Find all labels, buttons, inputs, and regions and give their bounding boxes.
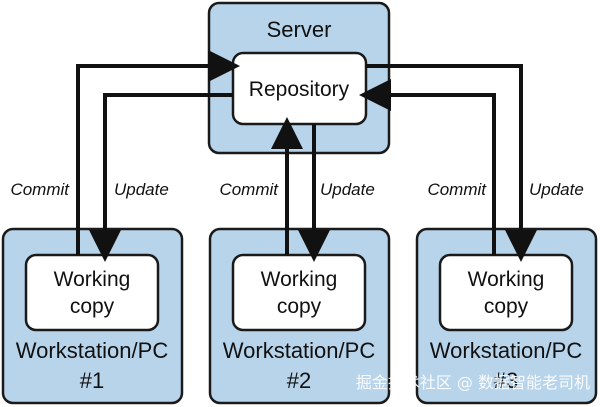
update-label-1: Update <box>114 180 169 199</box>
watermark-text: 掘金技术社区 @ 数据智能老司机 <box>356 373 590 392</box>
working-copy-3-box <box>438 253 574 332</box>
working-copy-1-line2: copy <box>70 295 115 318</box>
repository-label: Repository <box>249 78 350 101</box>
working-copy-2-box <box>231 253 367 332</box>
workstation-2: Working copy Workstation/PC #2 <box>208 227 391 405</box>
workstation-2-label: Workstation/PC <box>223 338 376 363</box>
working-copy-1-box <box>24 253 160 332</box>
commit-arrow-3 <box>359 79 496 255</box>
commit-label-1: Commit <box>10 180 70 199</box>
server-box: Server Repository <box>207 1 391 155</box>
working-copy-2-line2: copy <box>277 295 322 318</box>
commit-label-2: Commit <box>219 180 279 199</box>
update-arrow-1 <box>89 93 233 262</box>
server-title: Server <box>267 17 332 42</box>
working-copy-1-line1: Working <box>54 268 131 291</box>
commit-arrow-1 <box>76 50 240 255</box>
working-copy-2-line1: Working <box>261 268 338 291</box>
workstation-3-number: #3 <box>494 368 518 393</box>
workstation-1-label: Workstation/PC <box>16 338 169 363</box>
update-label-3: Update <box>529 180 584 199</box>
workstation-3-label: Workstation/PC <box>430 338 583 363</box>
workstation-3: Working copy Workstation/PC #3 <box>415 227 598 405</box>
workstation-2-number: #2 <box>287 368 311 393</box>
workstation-1: Working copy Workstation/PC #1 <box>1 227 184 405</box>
working-copy-3-line2: copy <box>484 295 529 318</box>
working-copy-3-line1: Working <box>468 268 545 291</box>
workstation-1-number: #1 <box>80 368 104 393</box>
update-arrow-3 <box>366 64 537 262</box>
commit-label-3: Commit <box>427 180 487 199</box>
update-label-2: Update <box>320 180 375 199</box>
